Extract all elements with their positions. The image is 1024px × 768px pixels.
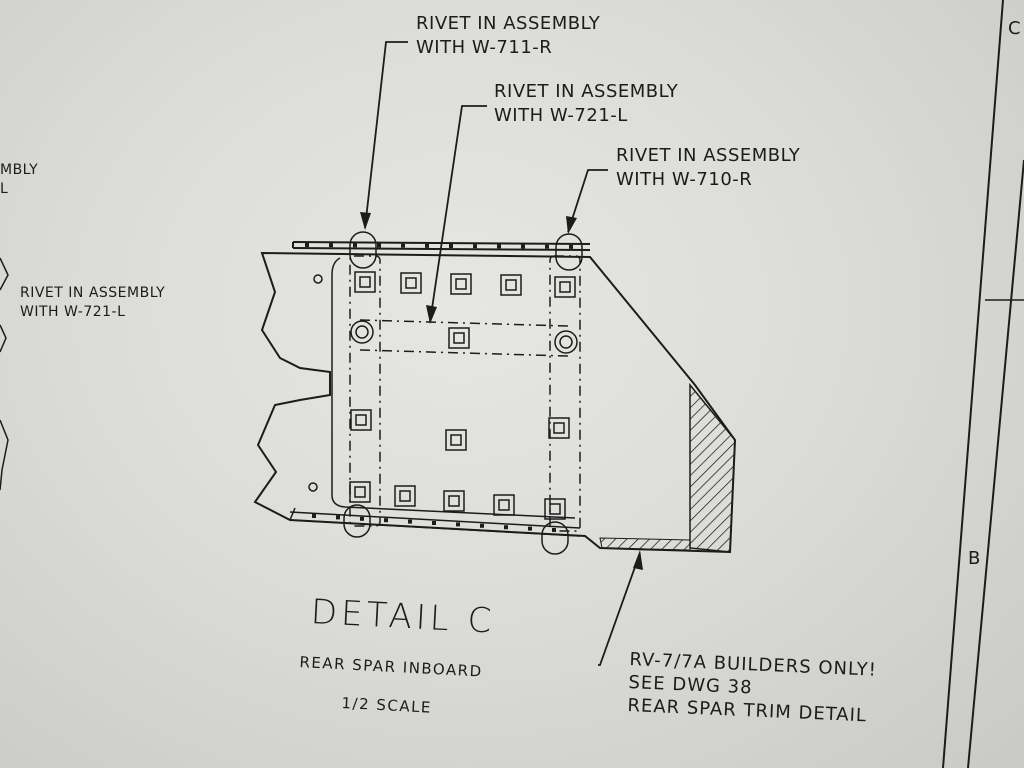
flange-rivet xyxy=(329,243,333,248)
flange-rivet xyxy=(545,244,549,249)
zone-letter-c: C xyxy=(1008,18,1022,39)
drawing-border xyxy=(943,0,1024,768)
flange-rivet xyxy=(480,523,484,528)
rivet-square-inner xyxy=(449,496,459,506)
rivet-square-inner xyxy=(406,278,416,288)
spar-web xyxy=(255,253,735,552)
callout-line: WITH W-710-R xyxy=(616,169,753,190)
rivet-slots xyxy=(344,232,582,554)
bottom-flange xyxy=(290,512,580,536)
flange-rivet xyxy=(528,526,532,531)
rivet-square-inner xyxy=(506,280,516,290)
leader-arrows xyxy=(360,212,643,570)
flange-rivet xyxy=(377,243,381,248)
flange-rivet xyxy=(312,514,316,518)
zone-letter-b: B xyxy=(968,548,981,569)
tooling-hole xyxy=(314,275,322,283)
flange-rivet xyxy=(408,519,412,524)
callout-top-left: RIVET IN ASSEMBLY WITH W-711-R xyxy=(416,12,600,60)
leader-lines xyxy=(365,42,640,665)
callout-top-middle: RIVET IN ASSEMBLY WITH W-721-L xyxy=(494,80,678,128)
rivet-square xyxy=(355,272,375,292)
flange-rivet xyxy=(456,522,460,527)
rivet-square xyxy=(350,482,370,502)
flange-rivet xyxy=(360,516,364,521)
rivet-square-inner xyxy=(560,282,570,292)
flange-rivet xyxy=(425,243,429,248)
callout-line: RIVET IN ASSEMBLY xyxy=(494,81,679,102)
rivet-square-inner xyxy=(456,279,466,289)
flange-rivet xyxy=(305,243,309,247)
rivet-square-inner xyxy=(454,333,464,343)
rivet-square-inner xyxy=(451,435,461,445)
flange-rivet xyxy=(336,515,340,520)
rivet-square-inner xyxy=(360,277,370,287)
callout-line: RIVET IN ASSEMBLY xyxy=(616,145,801,166)
rivet-square-inner xyxy=(550,504,560,514)
callout-left-side: RIVET IN ASSEMBLY WITH W-721-L xyxy=(20,284,165,322)
flange-rivet xyxy=(353,243,357,248)
rivet-square xyxy=(451,274,471,294)
rivet-square xyxy=(545,499,565,519)
callout-line: L xyxy=(0,181,9,197)
flange-rivet xyxy=(569,244,573,249)
rivet-square xyxy=(444,491,464,511)
left-partial-part xyxy=(0,258,8,490)
callout-line: WITH W-721-L xyxy=(494,105,628,126)
rivet-square xyxy=(555,277,575,297)
flange-rivet xyxy=(504,525,508,530)
rivet-square xyxy=(395,486,415,506)
rivet-square-inner xyxy=(400,491,410,501)
flange-rivet xyxy=(401,243,405,248)
rivet-square xyxy=(401,273,421,293)
flange-rivet-marks xyxy=(305,243,573,532)
rivet-square xyxy=(446,430,466,450)
callout-line: MBLY xyxy=(0,162,39,178)
trim-hatch-region xyxy=(690,385,735,552)
tooling-hole xyxy=(309,483,317,491)
trim-hatch-bottom xyxy=(600,538,690,550)
callout-left-edge-partial: MBLY L xyxy=(0,161,38,199)
builders-note: RV-7/7A BUILDERS ONLY! SEE DWG 38 REAR S… xyxy=(627,648,877,728)
flange-rivet xyxy=(552,528,556,532)
flange-rivet xyxy=(497,244,501,249)
round-rivets xyxy=(351,321,577,353)
spar-bend-line xyxy=(332,258,575,518)
rivet-square xyxy=(501,275,521,295)
callout-line: RIVET IN ASSEMBLY xyxy=(416,13,601,34)
rivet-square-inner xyxy=(355,487,365,497)
callout-top-right: RIVET IN ASSEMBLY WITH W-710-R xyxy=(616,144,800,192)
rivet-square-inner xyxy=(554,423,564,433)
rivet-square-inner xyxy=(499,500,509,510)
flange-rivet xyxy=(449,244,453,249)
splice-strips xyxy=(350,256,580,531)
flange-rivet xyxy=(473,244,477,249)
callout-line: WITH W-721-L xyxy=(20,304,126,320)
rivet-square xyxy=(449,328,469,348)
rivet-square xyxy=(494,495,514,515)
rivet-square xyxy=(351,410,371,430)
flange-rivet xyxy=(521,244,525,249)
flange-rivet xyxy=(432,521,436,525)
rivet-square-inner xyxy=(356,415,366,425)
callout-line: RIVET IN ASSEMBLY xyxy=(20,285,166,301)
rivet-square xyxy=(549,418,569,438)
rivet-grid xyxy=(350,272,575,519)
callout-line: WITH W-711-R xyxy=(416,37,553,58)
flange-rivet xyxy=(384,518,388,523)
